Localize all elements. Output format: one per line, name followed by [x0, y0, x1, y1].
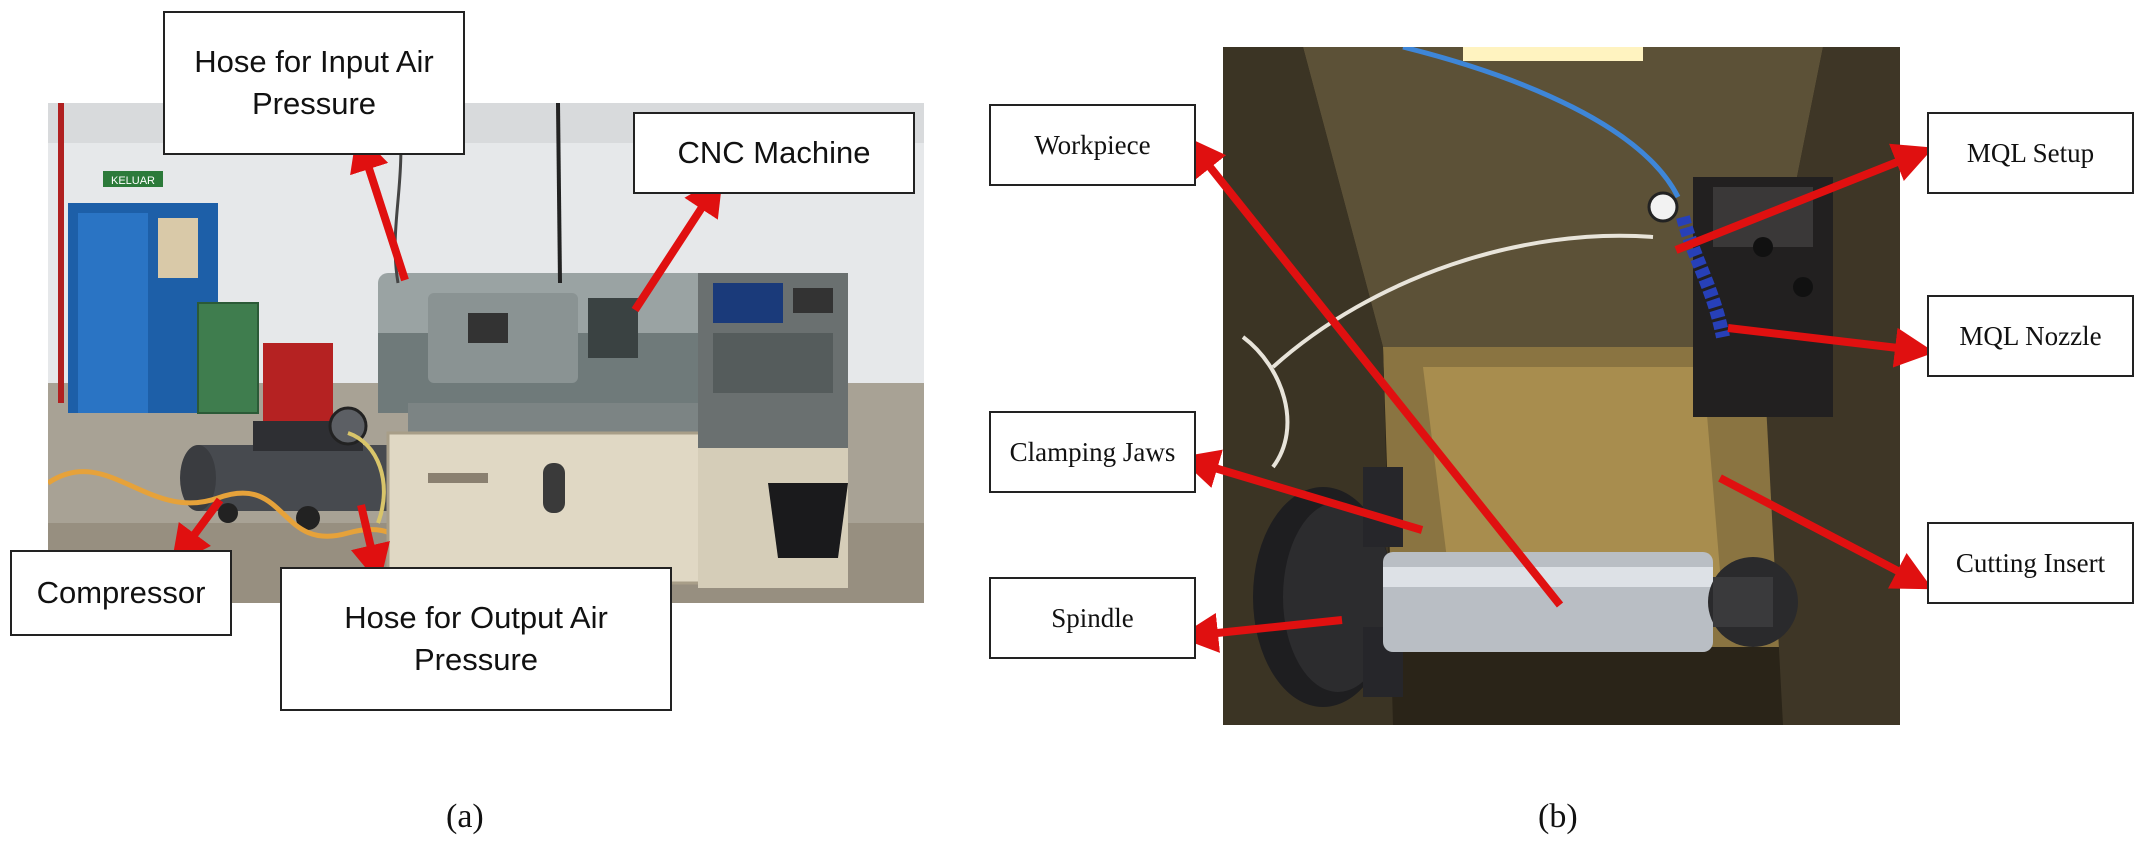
label-hose-output-text: Hose for Output Air Pressure [344, 600, 608, 677]
arrow-mql-nozzle [1727, 324, 1935, 368]
label-mql-setup: MQL Setup [1927, 112, 2134, 194]
label-cnc-machine: CNC Machine [633, 112, 915, 194]
label-cnc-machine-text: CNC Machine [677, 135, 871, 170]
label-workpiece: Workpiece [989, 104, 1196, 186]
arrow-hose-output [350, 504, 390, 585]
label-cutting-insert: Cutting Insert [1927, 522, 2134, 604]
arrow-cnc-machine [631, 175, 723, 313]
caption-panel-a: (a) [446, 798, 484, 835]
arrow-clamping-jaws [1178, 449, 1424, 534]
label-compressor-text: Compressor [36, 575, 206, 610]
arrow-hose-input [350, 130, 409, 282]
photo-lathe-interior [1223, 47, 1900, 725]
label-mql-nozzle-text: MQL Nozzle [1959, 320, 2102, 351]
label-mql-setup-text: MQL Setup [1966, 137, 2095, 168]
arrow-workpiece [1185, 136, 1564, 608]
label-compressor: Compressor [10, 550, 232, 636]
label-hose-input-text: Hose for Input Air Pressure [194, 44, 434, 121]
arrow-cutting-insert [1718, 474, 1933, 590]
arrow-mql-setup [1674, 143, 1934, 254]
caption-panel-b: (b) [1538, 798, 1578, 835]
label-cutting-insert-text: Cutting Insert [1955, 547, 2106, 578]
label-spindle: Spindle [989, 577, 1196, 659]
label-hose-input: Hose for Input Air Pressure [163, 11, 465, 155]
label-mql-nozzle: MQL Nozzle [1927, 295, 2134, 377]
label-workpiece-text: Workpiece [1034, 129, 1151, 160]
label-clamping-jaws-text: Clamping Jaws [1009, 436, 1176, 467]
label-spindle-text: Spindle [1051, 602, 1134, 633]
arrow-compressor [171, 497, 224, 567]
label-hose-output: Hose for Output Air Pressure [280, 567, 672, 711]
exit-sign-text: KELUAR [111, 175, 155, 187]
label-clamping-jaws: Clamping Jaws [989, 411, 1196, 493]
arrow-spindle [1178, 613, 1343, 653]
